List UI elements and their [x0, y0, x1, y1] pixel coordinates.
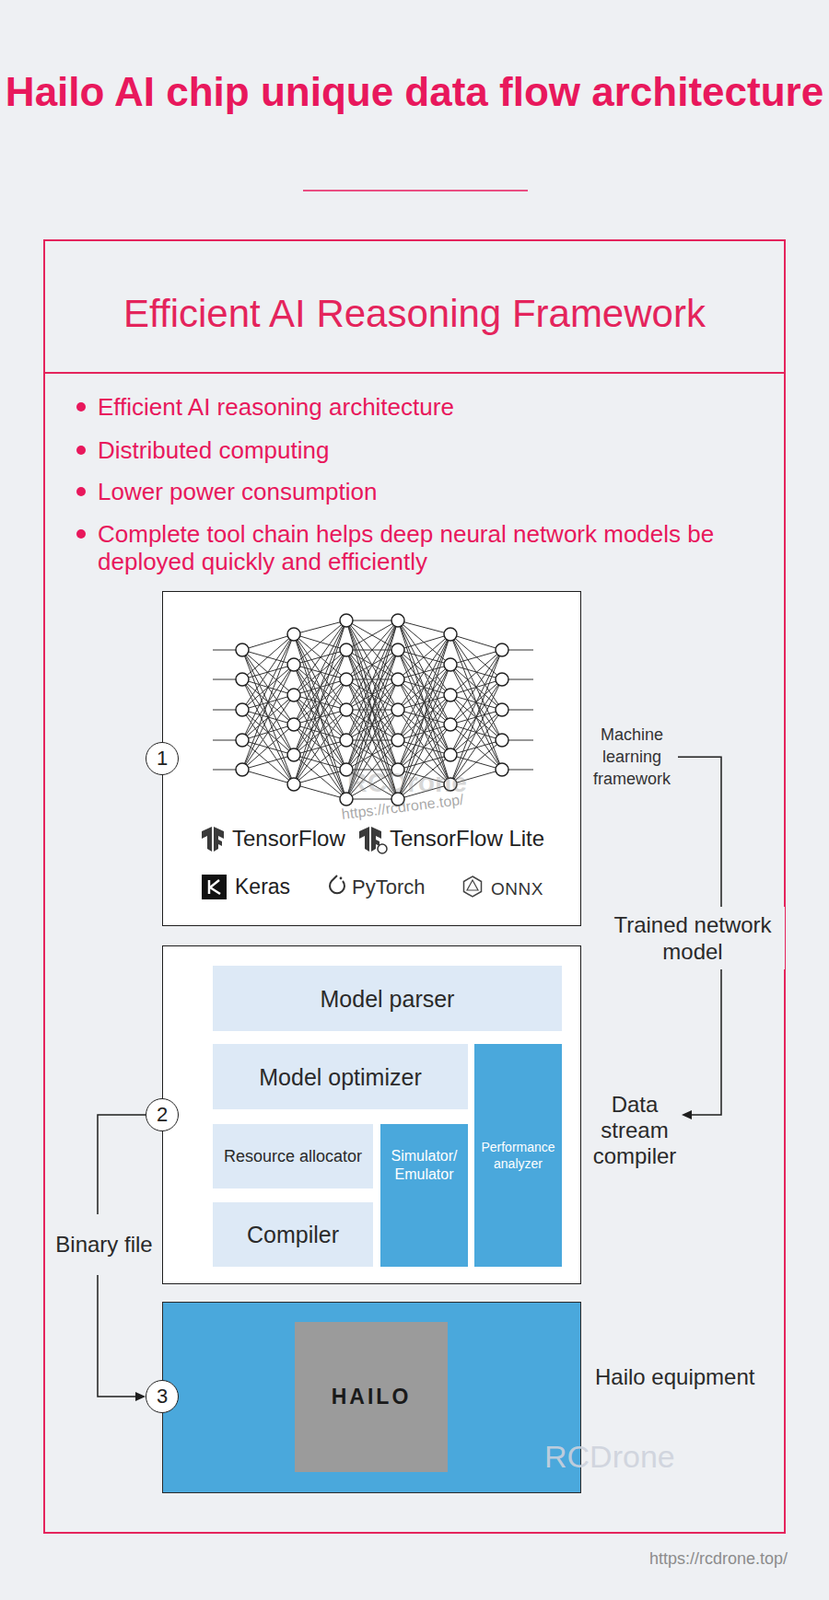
watermark: RCDrone [544, 1439, 676, 1476]
module-label: Compiler [246, 1221, 339, 1250]
bullet-text: Efficient AI reasoning architecture [97, 393, 761, 421]
edge-label: Binary file [50, 1214, 158, 1276]
step-number-text: 2 [156, 1105, 168, 1126]
module-label: Model optimizer [258, 1063, 421, 1092]
module-box: Model parser [212, 966, 562, 1032]
bullet-text: Lower power consumption [97, 478, 761, 506]
step-number: 1 [145, 742, 179, 776]
analyzer-box: Performance analyzer [474, 1044, 562, 1268]
step-number-text: 1 [156, 748, 168, 770]
module-box: Resource allocator [212, 1124, 374, 1190]
module-label: Performance analyzer [474, 1139, 562, 1173]
chip-label: HAILO [331, 1385, 412, 1411]
logo-name: PyTorch [351, 875, 425, 901]
source-url: https://rcdrone.top/ [649, 1550, 788, 1570]
simulator-box: Simulator/ Emulator [380, 1124, 468, 1268]
diagram-title: Hailo AI chip unique data flow architect… [0, 68, 829, 117]
logo-name: ONNX [490, 876, 544, 903]
frame-heading: Efficient AI Reasoning Framework [45, 292, 784, 336]
module-label: Resource allocator [223, 1146, 362, 1168]
step-number-text: 3 [156, 1387, 168, 1408]
bullet-text: Complete tool chain helps deep neural ne… [97, 520, 761, 576]
logo-name: TensorFlow Lite [389, 826, 545, 853]
side-label: Data stream compiler [588, 1092, 681, 1170]
module-label: Model parser [320, 985, 456, 1014]
frame-panel: Efficient AI Reasoning FrameworkEfficien… [43, 239, 786, 1535]
bullet-text: Distributed computing [97, 436, 761, 465]
module-box: Model optimizer [212, 1044, 468, 1110]
logo-name: TensorFlow [232, 826, 346, 853]
logo-name: Keras [234, 874, 291, 900]
framework-box: Machine learning frameworkTensorFlow Tens… [162, 591, 678, 927]
edge-label: Trained network model [600, 907, 785, 970]
side-label: Hailo equipment [595, 1365, 755, 1391]
side-label: Machine learning framework [585, 723, 678, 791]
module-box: Compiler [212, 1202, 374, 1268]
chip-square: HAILO [294, 1322, 448, 1473]
step-number: 3 [145, 1380, 179, 1414]
compiler-box: Data stream compiler Model parserModel op… [162, 945, 682, 1285]
title-underline [303, 189, 528, 192]
step-number: 2 [145, 1098, 179, 1133]
module-label: Simulator/ Emulator [380, 1147, 468, 1185]
